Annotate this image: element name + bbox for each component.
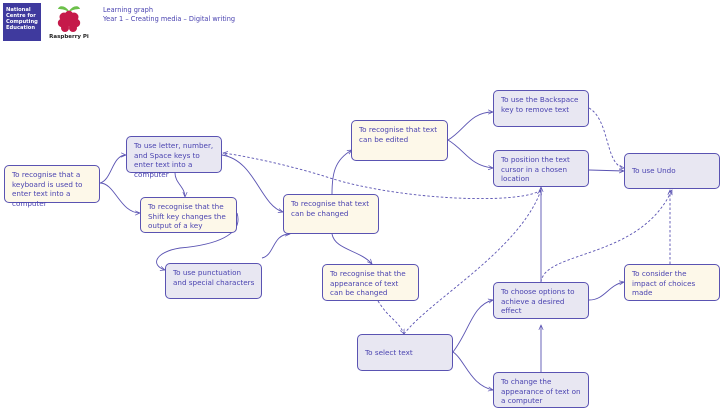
node-label: To choose options to achieve a desired e… (501, 287, 575, 315)
node-label: To change the appearance of text on a co… (501, 377, 581, 405)
edge-keys-to-text-changed (221, 154, 283, 212)
node-label: To recognise that text can be changed (291, 199, 370, 218)
node-label: To use punctuation and special character… (173, 268, 255, 287)
edge-cursor-to-undo (588, 170, 624, 171)
node-appearance[interactable]: To recognise that the appearance of text… (322, 264, 419, 301)
node-position-cursor[interactable]: To position the text cursor in a chosen … (493, 150, 589, 187)
node-label: To select text (365, 348, 413, 357)
node-select-text[interactable]: To select text (357, 334, 453, 371)
node-label: To use letter, number, and Space keys to… (134, 141, 214, 179)
raspberry-pi-logo: Raspberry Pi (49, 3, 89, 43)
edge-select-to-choose (452, 300, 493, 353)
node-label: To consider the impact of choices made (632, 269, 696, 297)
page-subtitle: Year 1 – Creating media – Digital writin… (103, 14, 236, 23)
node-label: To position the text cursor in a chosen … (501, 155, 570, 183)
page-title: Learning graph (103, 6, 154, 14)
node-label: To use Undo (632, 166, 676, 175)
node-undo[interactable]: To use Undo (624, 153, 720, 189)
edge-choose-to-impact (588, 282, 624, 301)
node-shift-key[interactable]: To recognise that the Shift key changes … (140, 197, 237, 233)
edge-backspace-to-undo (588, 107, 624, 168)
ncce-logo: National Centre for Computing Education (3, 3, 41, 41)
ncce-logo-text: National Centre for Computing Education (6, 7, 38, 31)
edge-text-changed-to-appearance (331, 233, 372, 264)
node-choose-options[interactable]: To choose options to achieve a desired e… (493, 282, 589, 319)
edge-keyboard-to-shift (99, 182, 140, 213)
node-label: To recognise that the Shift key changes … (148, 202, 226, 230)
edge-select-to-cursor (403, 190, 541, 335)
node-backspace[interactable]: To use the Backspace key to remove text (493, 90, 589, 127)
edge-cursor-to-keys (223, 153, 542, 200)
raspberry-icon (57, 6, 81, 32)
edge-edited-to-backspace (447, 112, 493, 141)
node-recognise-keyboard[interactable]: To recognise that a keyboard is used to … (4, 165, 100, 208)
edge-text-changed-to-edited (331, 150, 352, 195)
node-text-changed[interactable]: To recognise that text can be changed (283, 194, 379, 234)
edge-keyboard-to-keys (99, 155, 126, 184)
edge-keys-to-shift (174, 172, 185, 197)
node-consider-impact[interactable]: To consider the impact of choices made (624, 264, 720, 301)
node-label: To recognise that a keyboard is used to … (12, 170, 83, 208)
node-label: To recognise that the appearance of text… (330, 269, 406, 297)
edge-appearance-to-select (377, 300, 404, 334)
node-change-appearance[interactable]: To change the appearance of text on a co… (493, 372, 589, 408)
edge-edited-to-cursor (447, 139, 493, 168)
page-header: Learning graph Year 1 – Creating media –… (103, 6, 235, 23)
node-text-edited[interactable]: To recognise that text can be edited (351, 120, 448, 161)
node-use-keys[interactable]: To use letter, number, and Space keys to… (126, 136, 222, 179)
node-label: To recognise that text can be edited (359, 125, 438, 144)
raspberry-pi-wordmark: Raspberry Pi (49, 34, 89, 40)
node-label: To use the Backspace key to remove text (501, 95, 579, 114)
node-punctuation[interactable]: To use punctuation and special character… (165, 263, 262, 299)
edge-select-to-change (452, 351, 493, 390)
edge-punctuation-to-text-changed (261, 234, 290, 259)
